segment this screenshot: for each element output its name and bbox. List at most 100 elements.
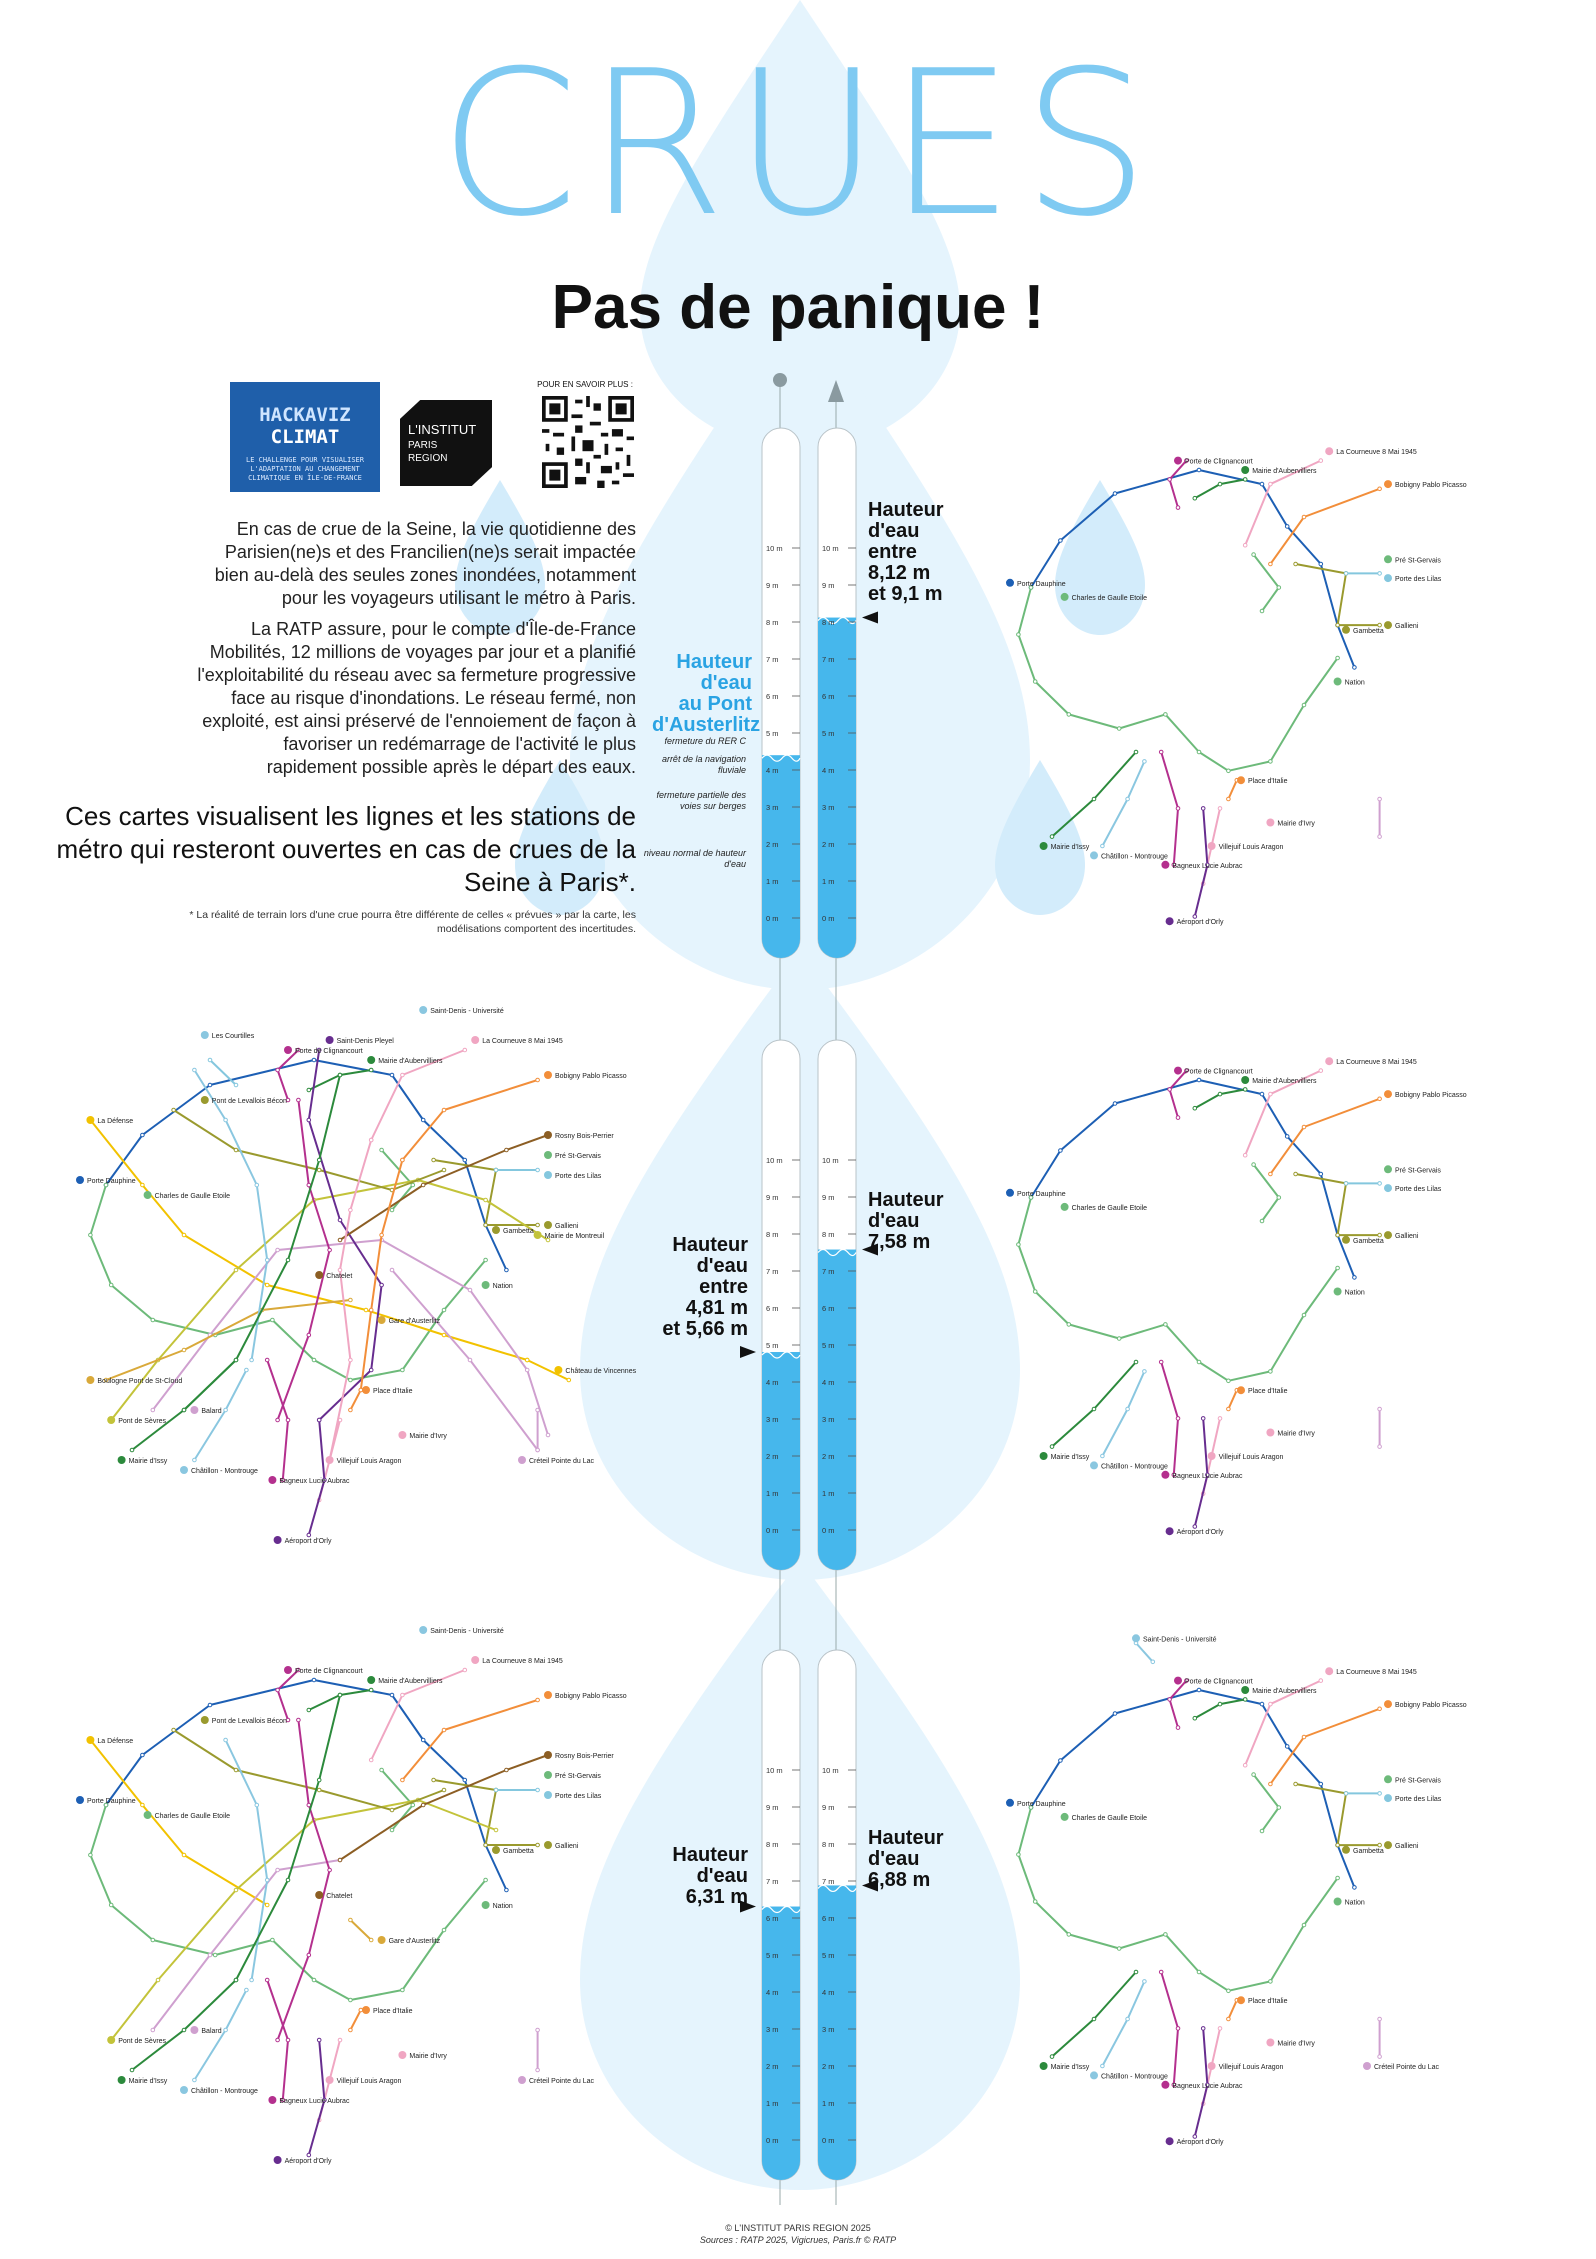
institut-logo[interactable]: L'INSTITUT PARIS REGION bbox=[400, 400, 492, 486]
label-gauge-2-line: d'eau bbox=[696, 1255, 748, 1277]
metro-station-dot bbox=[524, 1367, 530, 1373]
metro-station-dot bbox=[1058, 538, 1063, 543]
metro-station-dot bbox=[275, 2037, 280, 2043]
metro-station-dot bbox=[1268, 1369, 1273, 1374]
metro-station-dot bbox=[140, 1802, 145, 1808]
gauge-wave bbox=[817, 1248, 857, 1257]
metro-line-13 bbox=[193, 1369, 248, 1461]
metro-line-badge-icon bbox=[1006, 1188, 1014, 1197]
metro-line-badge-icon bbox=[1161, 2080, 1170, 2089]
metro-station-dot bbox=[316, 1777, 322, 1783]
metro-station-dot bbox=[1196, 1359, 1202, 1365]
station-label: Bobigny Pablo Picasso bbox=[1395, 482, 1467, 489]
metro-station-dot bbox=[483, 1222, 488, 1228]
metro-line-badge-icon bbox=[1384, 1090, 1392, 1099]
gauge-tick-label: 8 m bbox=[766, 618, 779, 627]
metro-station-dot bbox=[1196, 749, 1202, 755]
metro-line-badge-icon bbox=[143, 1191, 152, 1199]
metro-station-dot bbox=[306, 1087, 312, 1093]
metro-station-dot bbox=[441, 1167, 447, 1173]
metro-line-badge-icon bbox=[86, 1116, 95, 1124]
station-label: Charles de Gaulle Etoile bbox=[1072, 1205, 1148, 1212]
metro-station-dot bbox=[1163, 1932, 1168, 1937]
metro-line-13 bbox=[1101, 1370, 1146, 1457]
metro-line-badge-icon bbox=[1384, 1165, 1392, 1174]
metro-station-dot bbox=[1276, 585, 1282, 590]
metro-station-dot bbox=[1377, 1444, 1382, 1449]
gauge-tick-label: 6 m bbox=[766, 1914, 779, 1923]
metro-station-dot bbox=[181, 2027, 187, 2033]
metro-station-dot bbox=[264, 1357, 270, 1363]
gauge-wave bbox=[817, 1884, 857, 1893]
label-gauge-4: Hauteur d'eau 6,31 m bbox=[652, 1845, 748, 1908]
station-label: Nation bbox=[1345, 680, 1365, 687]
metro-station-dot bbox=[467, 1357, 473, 1363]
metro-line-badge-icon bbox=[1333, 1287, 1342, 1296]
metro-line-badge-icon bbox=[1266, 1428, 1275, 1437]
metro-station-dot bbox=[1301, 702, 1307, 708]
metro-station-dot bbox=[1268, 1781, 1273, 1787]
station-label: Porte Dauphine bbox=[1017, 1801, 1066, 1808]
metro-station-dot bbox=[103, 1377, 109, 1383]
metro-station-dot bbox=[1205, 2082, 1210, 2088]
station-label: La Défense bbox=[97, 1738, 133, 1745]
metro-station-dot bbox=[212, 1952, 218, 1958]
label-austerlitz: Hauteur d'eau au Pont d'Austerlitz bbox=[652, 652, 760, 736]
metro-station-dot bbox=[368, 1137, 374, 1143]
metro-station-dot bbox=[420, 1802, 426, 1808]
metro-line-3 bbox=[1295, 1173, 1380, 1237]
metro-station-dot bbox=[1377, 1406, 1382, 1412]
metro-line-badge-icon bbox=[544, 1221, 552, 1229]
station-label: Porte de Clignancourt bbox=[295, 1048, 363, 1055]
level-pointer-icon bbox=[862, 1243, 878, 1256]
metro-station-dot bbox=[316, 1787, 322, 1793]
metro-line-badge-icon bbox=[117, 1456, 126, 1464]
gauge-tick-label: 9 m bbox=[822, 1803, 835, 1812]
metro-station-dot bbox=[1184, 1068, 1189, 1073]
metro-station-dot bbox=[285, 1417, 291, 1423]
metro-station-dot bbox=[207, 1952, 213, 1958]
metro-station-dot bbox=[233, 1767, 239, 1773]
metro-station-dot bbox=[1242, 1087, 1248, 1092]
qr-code-icon[interactable] bbox=[542, 396, 634, 488]
metro-station-dot bbox=[1200, 806, 1206, 811]
metro-line-12 bbox=[1051, 751, 1137, 838]
label-gauge-2-line: et 5,66 m bbox=[662, 1318, 748, 1340]
hackaviz-logo[interactable]: HACKAVIZ CLIMAT LE CHALLENGE POUR VISUAL… bbox=[230, 382, 380, 492]
station-label: Chatelet bbox=[326, 1273, 352, 1280]
gauge-tick-label: 7 m bbox=[766, 1267, 779, 1276]
station-label: Gare d'Austerlitz bbox=[389, 1938, 441, 1945]
metro-station-dot bbox=[270, 1317, 275, 1323]
metro-line-badge-icon bbox=[544, 1171, 552, 1179]
metro-station-dot bbox=[1196, 1077, 1202, 1083]
gauge-tick-label: 5 m bbox=[766, 1951, 779, 1960]
gauge-tick-label: 5 m bbox=[822, 1341, 835, 1350]
metro-station-dot bbox=[1032, 679, 1038, 684]
label-gauge-5-line: 6,88 m bbox=[868, 1869, 931, 1891]
level-pointer-icon bbox=[740, 1900, 756, 1913]
intro-paragraph-1: En cas de crue de la Seine, la vie quoti… bbox=[214, 519, 636, 608]
station-label: Gallieni bbox=[555, 1223, 579, 1230]
hackaviz-logo-line1: HACKAVIZ bbox=[259, 404, 351, 426]
metro-line-4 bbox=[1168, 1069, 1188, 1118]
metro-station-dot bbox=[1301, 514, 1307, 520]
station-label: Bobigny Pablo Picasso bbox=[1395, 1092, 1467, 1099]
metro-station-dot bbox=[1125, 796, 1130, 802]
metro-station-dot bbox=[1284, 1744, 1290, 1749]
metro-line-badge-icon bbox=[117, 2076, 126, 2084]
gauge-tick-label: 4 m bbox=[766, 1378, 779, 1387]
gauge-water-fill bbox=[818, 1885, 856, 2180]
level-pointer-icon bbox=[862, 611, 878, 624]
metro-station-dot bbox=[1116, 1336, 1122, 1341]
metro-station-dot bbox=[316, 1047, 322, 1053]
metro-station-dot bbox=[207, 1057, 213, 1063]
gauge-tick-label: 1 m bbox=[822, 877, 835, 886]
metro-station-dot bbox=[1268, 759, 1273, 764]
metro-line-badge-icon bbox=[315, 1891, 324, 1899]
metro-line-badge-icon bbox=[471, 1656, 480, 1664]
station-label: Porte de Clignancourt bbox=[1185, 1679, 1253, 1686]
metro-station-dot bbox=[306, 1952, 312, 1958]
annotation-rer-c: fermeture du RER C bbox=[664, 736, 746, 746]
metro-station-dot bbox=[441, 1307, 447, 1313]
station-label: Aéroport d'Orly bbox=[285, 2158, 332, 2165]
